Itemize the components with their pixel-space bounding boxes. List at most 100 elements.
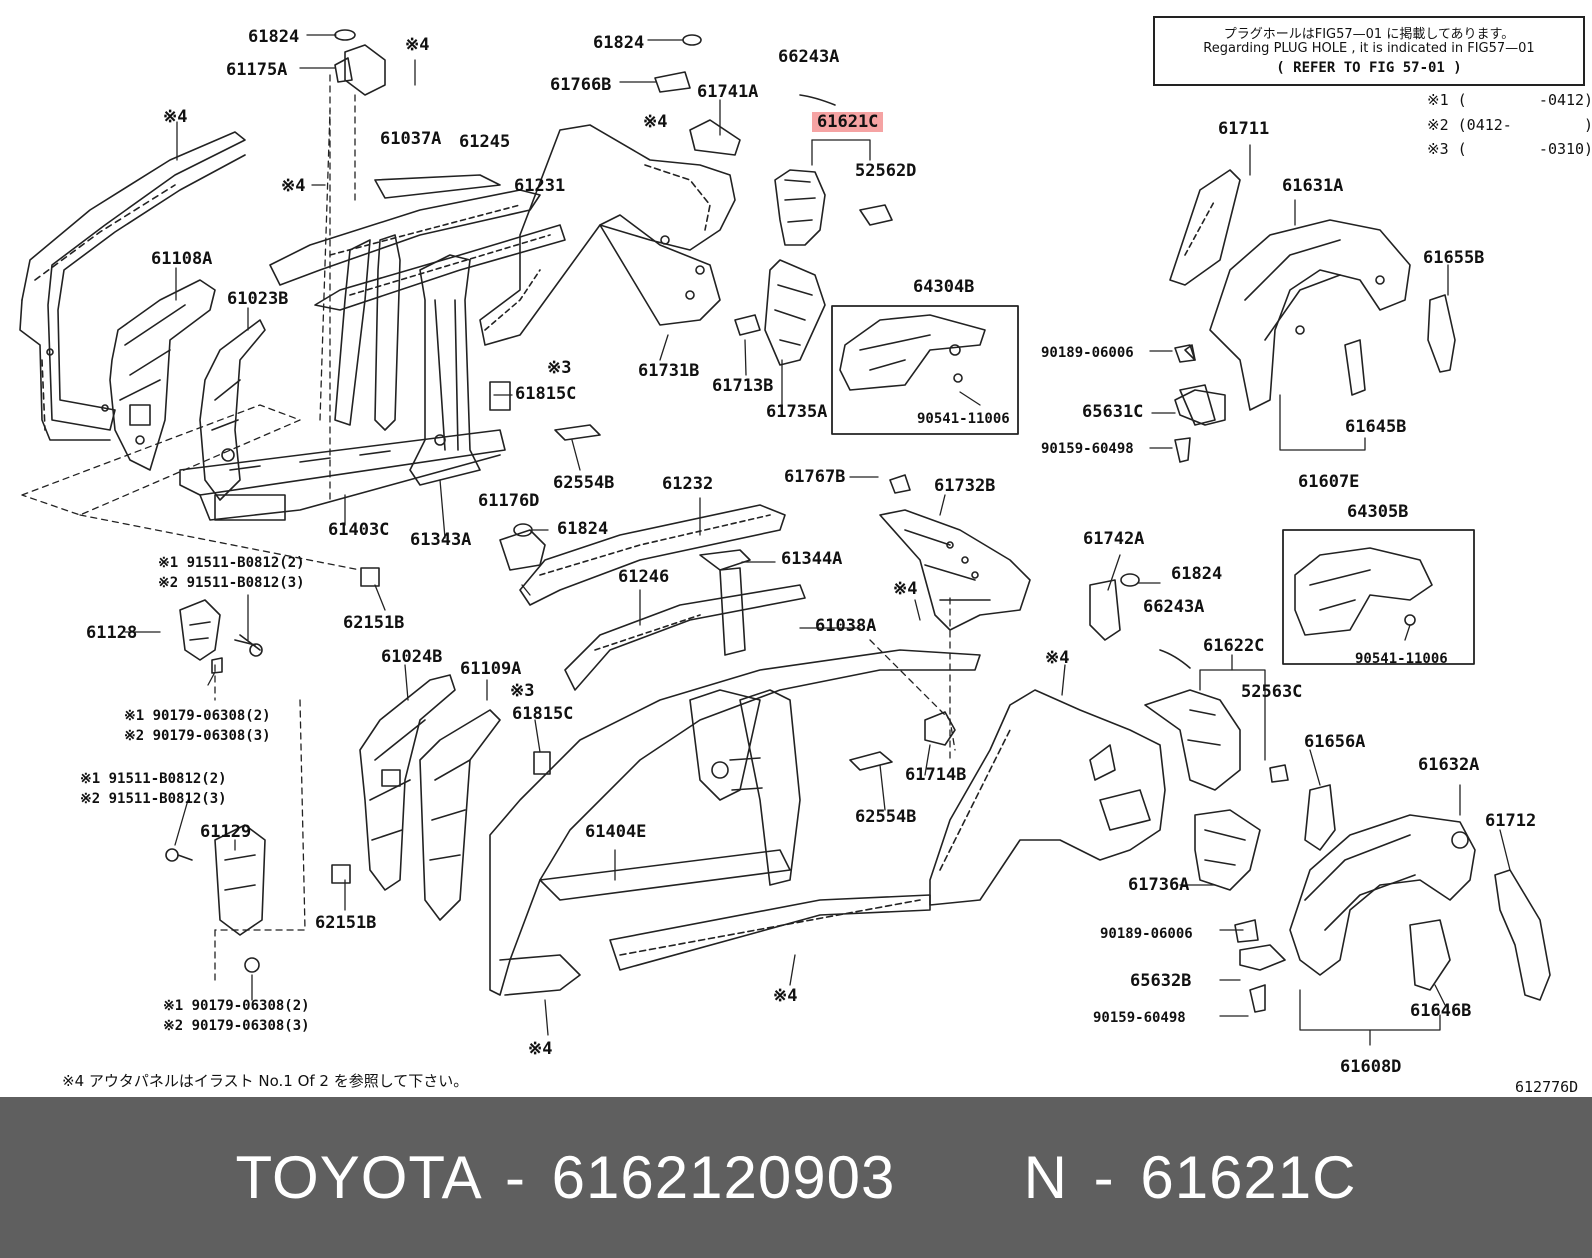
label-ref-4: ※4 bbox=[528, 1039, 553, 1059]
label-65632b: 65632B bbox=[1130, 971, 1192, 991]
label-90179-06308-2: ※2 90179-06308(3) bbox=[163, 1018, 310, 1034]
label-61824: 61824 bbox=[593, 33, 645, 53]
label-61607e: 61607E bbox=[1298, 472, 1360, 492]
diagram-drawing bbox=[19, 29, 1551, 1046]
caption-bar: TOYOTA - 6162120903 N - 61621C bbox=[0, 1097, 1592, 1258]
label-61741a: 61741A bbox=[697, 82, 759, 102]
label-90179-06308-1: ※1 90179-06308(2) bbox=[124, 708, 271, 724]
label-ref-3: ※3 bbox=[547, 358, 572, 378]
label-61742a: 61742A bbox=[1083, 529, 1145, 549]
label-62151b: 62151B bbox=[343, 613, 405, 633]
label-61655b: 61655B bbox=[1423, 248, 1485, 268]
part-61632a-drawing bbox=[1239, 784, 1551, 1001]
label-90541-11006: 90541-11006 bbox=[917, 411, 1010, 427]
label-61815c: 61815C bbox=[512, 704, 574, 724]
label-61245: 61245 bbox=[459, 132, 511, 152]
label-61176d: 61176D bbox=[478, 491, 540, 511]
part-61343a-drawing bbox=[334, 234, 481, 486]
label-61246: 61246 bbox=[618, 567, 670, 587]
label-ref-4: ※4 bbox=[1045, 648, 1070, 668]
label-91511-b0812-2: ※2 91511-B0812(3) bbox=[158, 575, 305, 591]
note-line-refer: ( REFER TO FIG 57-01 ) bbox=[1276, 60, 1462, 76]
part-61404e-drawing bbox=[489, 649, 981, 996]
label-90179-06308-2: ※2 90179-06308(3) bbox=[124, 728, 271, 744]
label-61736a: 61736A bbox=[1128, 875, 1190, 895]
part-61621c-drawing bbox=[774, 169, 893, 246]
small-clips-drawing bbox=[331, 29, 1289, 1013]
label-61608d: 61608D bbox=[1340, 1057, 1402, 1077]
label-62151b: 62151B bbox=[315, 913, 377, 933]
part-61232-drawing bbox=[519, 504, 806, 691]
label-61108a: 61108A bbox=[151, 249, 213, 269]
label-90159-60498: 90159-60498 bbox=[1041, 441, 1134, 457]
part-61024b-drawing bbox=[359, 674, 501, 921]
part-61403c-drawing bbox=[179, 429, 506, 521]
label-61621c-highlighted: 61621C bbox=[812, 112, 884, 132]
part-61735a-drawing bbox=[734, 259, 826, 366]
label-61129: 61129 bbox=[200, 822, 252, 842]
label-61023b: 61023B bbox=[227, 289, 289, 309]
label-61037a: 61037A bbox=[380, 129, 442, 149]
label-61815c: 61815C bbox=[515, 384, 577, 404]
label-61231: 61231 bbox=[514, 176, 566, 196]
label-61632a: 61632A bbox=[1418, 755, 1480, 775]
parts-diagram: 61824 61175A ※4 61824 61766B 66243A 6162… bbox=[19, 16, 1592, 1096]
label-61732b: 61732B bbox=[934, 476, 996, 496]
label-61631a: 61631A bbox=[1282, 176, 1344, 196]
label-90189-06006: 90189-06006 bbox=[1100, 926, 1193, 942]
label-64305b: 64305B bbox=[1347, 502, 1409, 522]
note-line-japanese: プラグホールはFIG57—01 に掲載してあります。 bbox=[1223, 27, 1515, 42]
label-61232: 61232 bbox=[662, 474, 714, 494]
label-ref-4: ※4 bbox=[281, 176, 306, 196]
label-ref-4: ※4 bbox=[643, 112, 668, 132]
label-62554b: 62554B bbox=[553, 473, 615, 493]
footnote: ※4 アウタパネルはイラスト No.1 Of 2 を参照して下さい。 bbox=[62, 1072, 469, 1090]
part-61231-drawing bbox=[269, 174, 566, 311]
label-91511-b0812-1: ※1 91511-B0812(2) bbox=[158, 555, 305, 571]
label-61824: 61824 bbox=[1171, 564, 1223, 584]
label-61128: 61128 bbox=[86, 623, 138, 643]
label-65631c: 65631C bbox=[1082, 402, 1144, 422]
label-ref-4: ※4 bbox=[773, 986, 798, 1006]
label-ref-4: ※4 bbox=[405, 35, 430, 55]
label-61622c: 61622C bbox=[1203, 636, 1265, 656]
label-61824: 61824 bbox=[248, 27, 300, 47]
label-61656a: 61656A bbox=[1304, 732, 1366, 752]
label-61731b: 61731B bbox=[638, 361, 700, 381]
part-61732b-drawing bbox=[879, 474, 1031, 631]
label-61824: 61824 bbox=[557, 519, 609, 539]
label-52562d: 52562D bbox=[855, 161, 917, 181]
legend-item-2: ※2 (0412- ) bbox=[1427, 116, 1592, 134]
label-61343a: 61343A bbox=[410, 530, 472, 550]
part-caption: TOYOTA - 6162120903 N - 61621C bbox=[235, 1144, 1357, 1211]
label-61109a: 61109A bbox=[460, 659, 522, 679]
part-64304b-drawing bbox=[839, 314, 986, 391]
label-61714b: 61714B bbox=[905, 765, 967, 785]
part-61631a-drawing bbox=[1169, 169, 1456, 426]
legend-item-1: ※1 ( -0412) bbox=[1427, 91, 1592, 109]
label-61404e: 61404E bbox=[585, 822, 647, 842]
label-61645b: 61645B bbox=[1345, 417, 1407, 437]
label-61713b: 61713B bbox=[712, 376, 774, 396]
label-90179-06308-1: ※1 90179-06308(2) bbox=[163, 998, 310, 1014]
label-91511-b0812-2: ※2 91511-B0812(3) bbox=[80, 791, 227, 807]
assembly-dashed-lines bbox=[21, 74, 956, 981]
leader-lines bbox=[124, 34, 1511, 1046]
label-61711: 61711 bbox=[1218, 119, 1270, 139]
part-61128-drawing bbox=[165, 599, 266, 973]
note-line-english: Regarding PLUG HOLE , it is indicated in… bbox=[1203, 41, 1535, 56]
label-66243a: 66243A bbox=[1143, 597, 1205, 617]
plug-hole-note-box: プラグホールはFIG57—01 に掲載してあります。 Regarding PLU… bbox=[1153, 16, 1585, 86]
label-64304b: 64304B bbox=[913, 277, 975, 297]
label-66243a: 66243A bbox=[778, 47, 840, 67]
label-61735a: 61735A bbox=[766, 402, 828, 422]
label-90541-11006: 90541-11006 bbox=[1355, 651, 1448, 667]
quarter-panel-lower-drawing bbox=[929, 689, 1261, 906]
label-61175a: 61175A bbox=[226, 60, 288, 80]
label-61024b: 61024B bbox=[381, 647, 443, 667]
label-ref-3: ※3 bbox=[510, 681, 535, 701]
label-61344a: 61344A bbox=[781, 549, 843, 569]
figure-id: 612776D bbox=[1515, 1078, 1579, 1096]
quarter-panel-upper-drawing bbox=[479, 119, 741, 346]
front-outer-panel-drawing bbox=[19, 131, 246, 441]
